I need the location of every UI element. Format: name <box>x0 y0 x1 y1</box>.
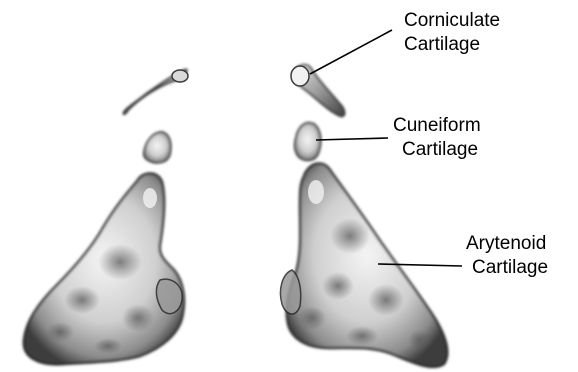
cuneiform-leader-line <box>316 138 388 140</box>
corniculate-label-line1: Corniculate <box>404 9 500 33</box>
corniculate-cartilage-label: Corniculate Cartilage <box>404 9 500 57</box>
cuneiform-label-line2: Cartilage <box>393 138 481 162</box>
arytenoid-label-line1: Arytenoid <box>466 232 548 256</box>
arytenoid-label-line2: Cartilage <box>466 256 548 280</box>
cuneiform-label-line1: Cuneiform <box>393 114 481 138</box>
right-cuneiform-cartilage <box>295 123 321 161</box>
arytenoid-cartilage-label: Arytenoid Cartilage <box>466 232 548 280</box>
corniculate-label-line2: Cartilage <box>404 33 500 57</box>
corniculate-leader-line <box>310 30 392 74</box>
left-cuneiform-cartilage <box>144 132 171 163</box>
cuneiform-cartilage-label: Cuneiform Cartilage <box>393 114 481 162</box>
